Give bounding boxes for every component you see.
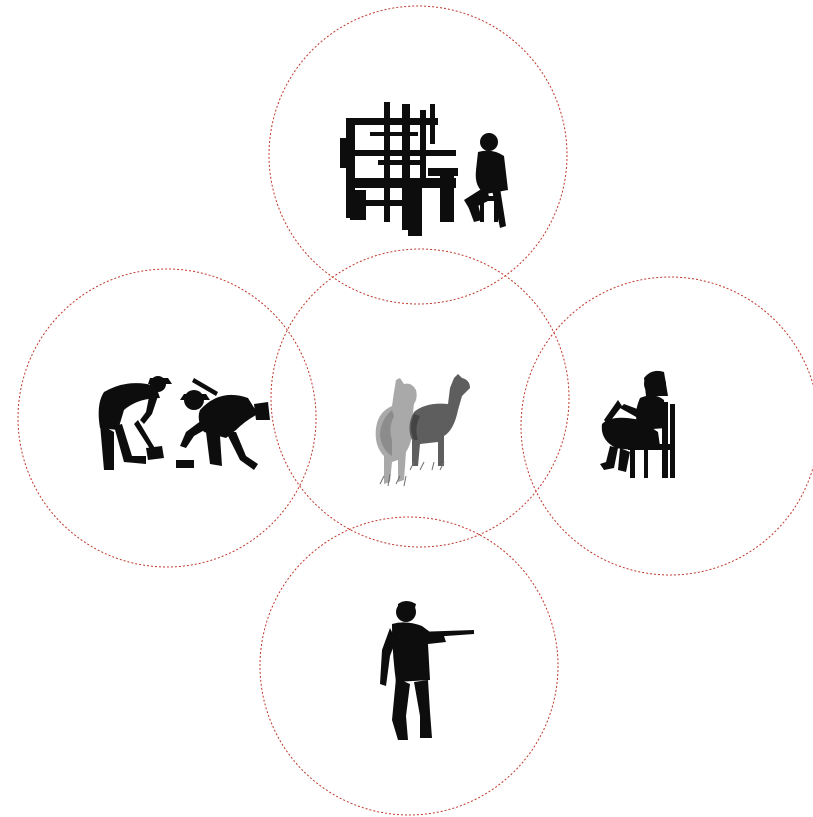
herder-with-staff-icon [380, 601, 474, 740]
ring-center [271, 249, 569, 547]
alpaca-pair-icon [376, 374, 470, 486]
seated-spinner-icon [600, 371, 675, 478]
ring-group [18, 6, 813, 815]
shearers-icon [99, 376, 270, 470]
ring-left [18, 269, 316, 567]
weaver-at-loom-icon [340, 102, 508, 236]
